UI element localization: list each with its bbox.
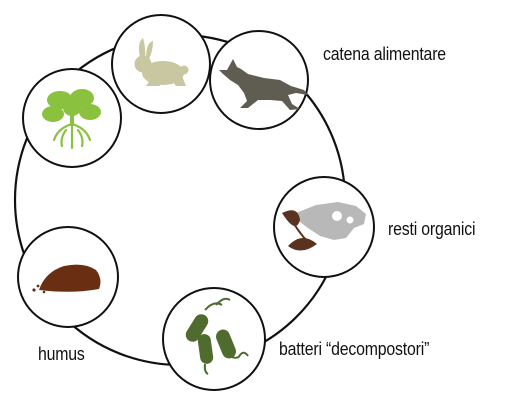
label-food-chain: catena alimentare — [323, 44, 446, 65]
node-organic-remains — [274, 177, 374, 277]
label-decomposer-bacteria: batteri “decompostori” — [279, 339, 429, 360]
label-humus: humus — [38, 344, 85, 365]
node-wolf — [210, 31, 308, 129]
node-humus — [18, 227, 118, 327]
node-bacteria — [163, 288, 265, 390]
label-organic-remains: resti organici — [388, 219, 475, 240]
node-plant — [23, 69, 121, 167]
node-rabbit — [112, 15, 210, 113]
